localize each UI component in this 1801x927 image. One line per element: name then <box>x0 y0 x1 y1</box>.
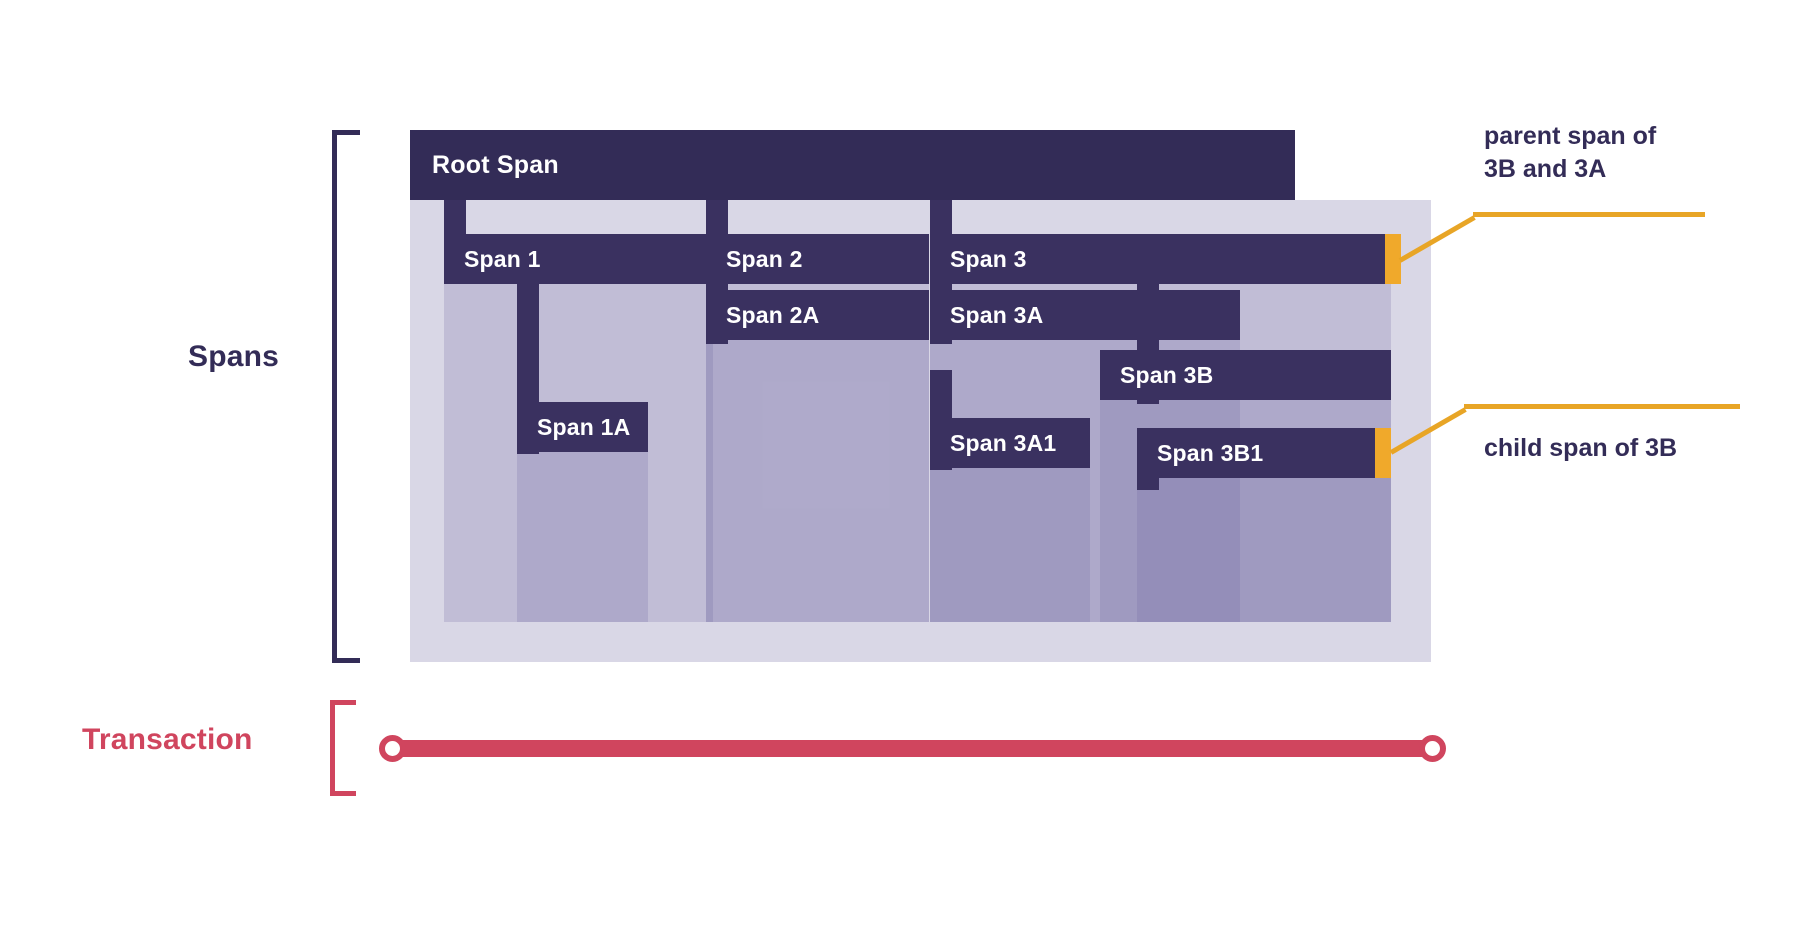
annotation-child-span-of-3b: child span of 3B <box>1484 434 1678 462</box>
transaction-section-label: Transaction <box>82 723 253 756</box>
transaction-bracket <box>330 700 356 796</box>
leader-line-parent-horizontal <box>1473 212 1705 217</box>
transaction-bar[interactable] <box>388 740 1443 757</box>
spans-section-label: Spans <box>188 340 280 373</box>
span-bar-span-1a[interactable]: Span 1A <box>517 402 648 452</box>
highlight-marker-parent-span <box>1385 234 1401 284</box>
span-bar-span-3a[interactable]: Span 3A <box>930 290 1240 340</box>
span-bar-span-3b1[interactable]: Span 3B1 <box>1137 428 1391 478</box>
highlight-marker-child-span <box>1375 428 1391 478</box>
span-1a-body <box>517 448 648 622</box>
transaction-end-node[interactable] <box>1419 735 1446 762</box>
span-bar-span-2[interactable]: Span 2 <box>706 234 929 284</box>
span-3b1-body <box>1137 475 1391 622</box>
spans-bracket <box>332 130 360 663</box>
span-bar-span-3b[interactable]: Span 3B <box>1100 350 1391 400</box>
span-bar-span-2a[interactable]: Span 2A <box>706 290 929 340</box>
transaction-start-node[interactable] <box>379 735 406 762</box>
annotation-parent-span-of-3b-and-3a: parent span of 3B and 3A <box>1484 122 1657 183</box>
span-2a-body <box>706 335 929 622</box>
span-bar-span-3[interactable]: Span 3 <box>930 234 1401 284</box>
span-bar-root[interactable]: Root Span <box>410 130 1295 200</box>
span-bar-span-1[interactable]: Span 1 <box>444 234 713 284</box>
span-3a1-body <box>930 460 1090 622</box>
span-tree: Root Span Span 1 Span 1A Span 2 Span 2A … <box>410 130 1431 662</box>
leader-line-child-horizontal <box>1464 404 1740 409</box>
span-bar-span-3a1[interactable]: Span 3A1 <box>930 418 1090 468</box>
